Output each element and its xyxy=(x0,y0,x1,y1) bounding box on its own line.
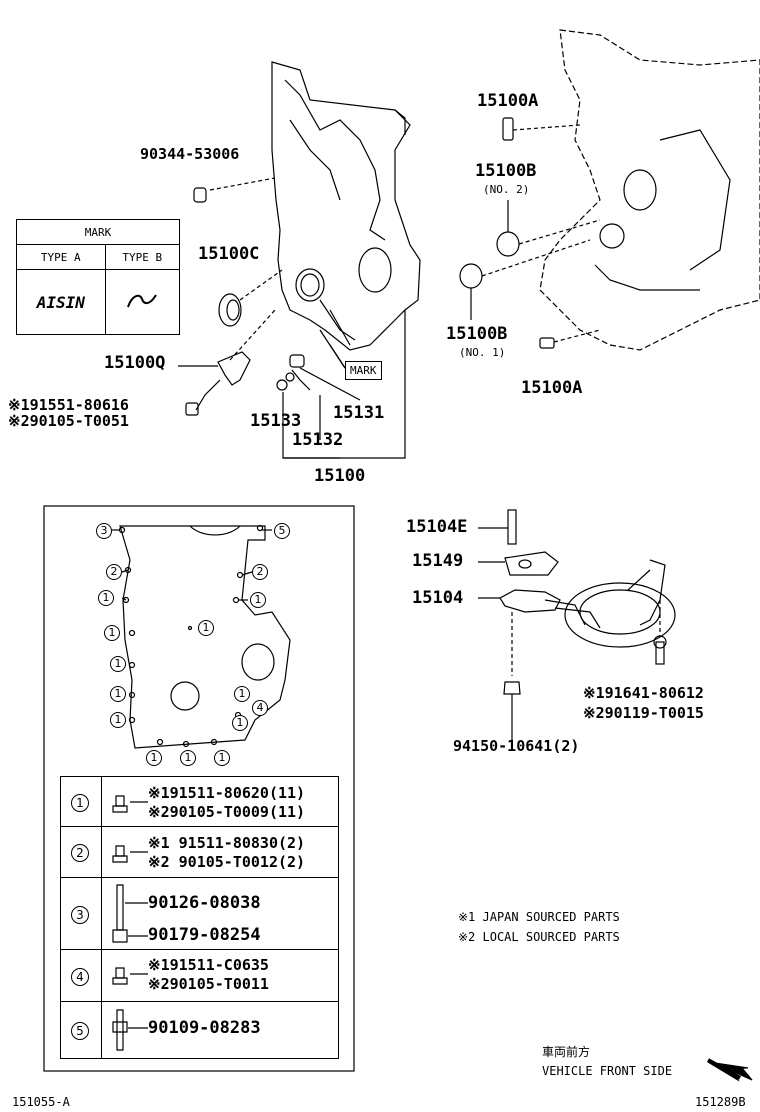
footer-right-code: 151289B xyxy=(695,1095,746,1109)
cover-callout-circle: 1 xyxy=(234,686,250,702)
bolt-table-icons xyxy=(112,795,128,1051)
bolt-row-3-line-2: 90179-08254 xyxy=(148,925,261,945)
mark-callout-box: MARK xyxy=(345,361,382,380)
cover-callout-circle: 1 xyxy=(214,750,230,766)
cover-callout-circle: 1 xyxy=(104,625,120,641)
bolt-row-number: 4 xyxy=(71,967,89,986)
mark-table-header: MARK xyxy=(16,219,180,245)
bolt-row-number: 3 xyxy=(71,905,89,924)
detail-box-frame xyxy=(43,505,355,1072)
cover-callout-circle: 1 xyxy=(250,592,266,608)
cover-callout-circle: 1 xyxy=(110,712,126,728)
cover-callout-circle: 2 xyxy=(252,564,268,580)
cover-callout-circle: 1 xyxy=(98,590,114,606)
bolt-row-2-line-1: ※1 91511-80830(2) xyxy=(148,834,306,852)
cover-callout-circle: 1 xyxy=(110,686,126,702)
cover-callout-circle: 2 xyxy=(106,564,122,580)
label-290119-T0015: ※290119-T0015 xyxy=(583,704,704,722)
mark-col-type-b: TYPE B xyxy=(104,244,181,270)
gasket-outline xyxy=(119,525,291,749)
mark-logo-a: AISIN xyxy=(16,269,106,335)
bolt-row-4-line-1: ※191511-C0635 xyxy=(148,956,269,974)
label-15100A-top: 15100A xyxy=(477,91,539,111)
bolt-row-number: 5 xyxy=(71,1022,89,1040)
bolt-row-number: 2 xyxy=(71,844,89,862)
mark-logo-b-icon xyxy=(104,269,181,335)
label-15100C: 15100C xyxy=(198,244,260,264)
bolt-row-number: 1 xyxy=(71,793,89,812)
note-local-sourced: ※2 LOCAL SOURCED PARTS xyxy=(458,930,620,944)
label-15149: 15149 xyxy=(412,551,464,571)
label-15133: 15133 xyxy=(250,411,302,431)
label-no1: (NO. 1) xyxy=(459,346,506,359)
footer-left-code: 151055-A xyxy=(12,1095,70,1109)
label-94150-10641: 94150-10641(2) xyxy=(453,737,580,755)
label-no2: (NO. 2) xyxy=(483,183,530,196)
timing-cover-outline xyxy=(271,61,421,351)
bolt-table-row: 5 xyxy=(60,1001,339,1059)
cover-callout-circle: 5 xyxy=(274,523,290,539)
label-15100B-top: 15100B xyxy=(475,161,537,181)
label-15104: 15104 xyxy=(412,588,464,608)
cover-callout-circle: 3 xyxy=(96,523,112,539)
bolt-row-5-line-1: 90109-08283 xyxy=(148,1018,261,1038)
cover-callout-circle: 1 xyxy=(198,620,214,636)
cover-callout-circle: 1 xyxy=(146,750,162,766)
bolt-row-2-line-2: ※2 90105-T0012(2) xyxy=(148,853,306,871)
vehicle-front-en: VEHICLE FRONT SIDE xyxy=(542,1064,673,1078)
bolt-row-4-line-2: ※290105-T0011 xyxy=(148,975,269,993)
label-15100A-bottom: 15100A xyxy=(521,378,583,398)
bolt-row-1-line-2: ※290105-T0009(11) xyxy=(148,803,306,821)
label-191641-80612: ※191641-80612 xyxy=(583,684,704,702)
bolt-row-1-line-1: ※191511-80620(11) xyxy=(148,784,306,802)
vehicle-front-jp: 車両前方 xyxy=(542,1045,591,1059)
mark-table: MARK TYPE A TYPE B AISIN xyxy=(16,219,181,335)
note-japan-sourced: ※1 JAPAN SOURCED PARTS xyxy=(458,910,620,924)
label-15131: 15131 xyxy=(333,403,385,423)
cover-callout-circle: 1 xyxy=(180,750,196,766)
label-290105-T0051: ※290105-T0051 xyxy=(8,412,129,430)
label-15104E: 15104E xyxy=(406,517,468,537)
cover-callout-circle: 1 xyxy=(232,715,248,731)
label-15100: 15100 xyxy=(314,466,366,486)
label-191551-80616: ※191551-80616 xyxy=(8,396,129,414)
cover-callout-circle: 1 xyxy=(110,656,126,672)
bolt-row-3-line-1: 90126-08038 xyxy=(148,893,261,913)
label-15100B-bottom: 15100B xyxy=(446,324,508,344)
engine-block-outline xyxy=(539,29,760,351)
mark-col-type-a: TYPE A xyxy=(16,244,106,270)
label-15100Q: 15100Q xyxy=(104,353,166,373)
label-15132: 15132 xyxy=(292,430,344,450)
label-90344-53006: 90344-53006 xyxy=(140,145,240,163)
cover-callout-circle: 4 xyxy=(252,700,268,716)
